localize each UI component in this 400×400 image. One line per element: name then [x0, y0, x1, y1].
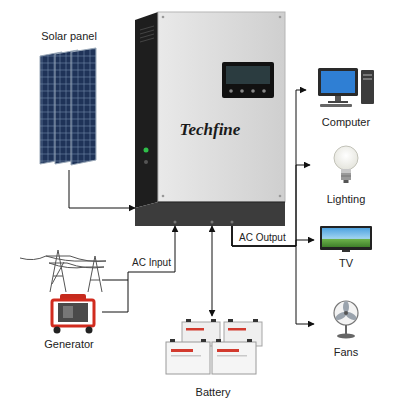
node-label: Solar panel [41, 30, 97, 43]
node-label: TV [339, 257, 353, 270]
battery-node: Battery [158, 316, 268, 396]
generator-icon [52, 294, 94, 334]
lighting-node: Lighting [310, 142, 382, 204]
connector-label: AC Input [130, 257, 173, 269]
tv-icon [320, 226, 372, 252]
node-label: Fans [334, 346, 358, 359]
connector-line [102, 226, 175, 312]
connector-line [212, 226, 213, 316]
power-line-icon [20, 250, 106, 292]
node-label: Lighting [327, 193, 366, 206]
computer-icon [318, 68, 374, 107]
connector-line [232, 90, 306, 246]
tv-node: TV [314, 222, 378, 266]
computer-node: Computer [306, 64, 386, 126]
connector-line [232, 165, 310, 246]
connector-line [232, 226, 314, 246]
connector-line [69, 170, 135, 208]
solar-panel-node: Solar panel [34, 26, 104, 170]
node-label: Techfine [180, 120, 241, 140]
fan-icon [334, 301, 358, 339]
grid-wire [102, 280, 128, 281]
inverter-node: Techfine [135, 12, 285, 226]
fan-node: Fans [314, 296, 378, 356]
battery-icon [166, 319, 262, 374]
inverter-icon [135, 12, 285, 226]
light-bulb-icon [334, 146, 358, 183]
connector-label: AC Output [237, 232, 288, 244]
solar-panel-icon [40, 48, 96, 165]
node-label: Generator [44, 338, 94, 351]
node-label: Battery [196, 386, 231, 399]
connector-line [232, 226, 314, 324]
generator-node: Generator [36, 290, 102, 348]
node-label: Computer [322, 116, 370, 129]
